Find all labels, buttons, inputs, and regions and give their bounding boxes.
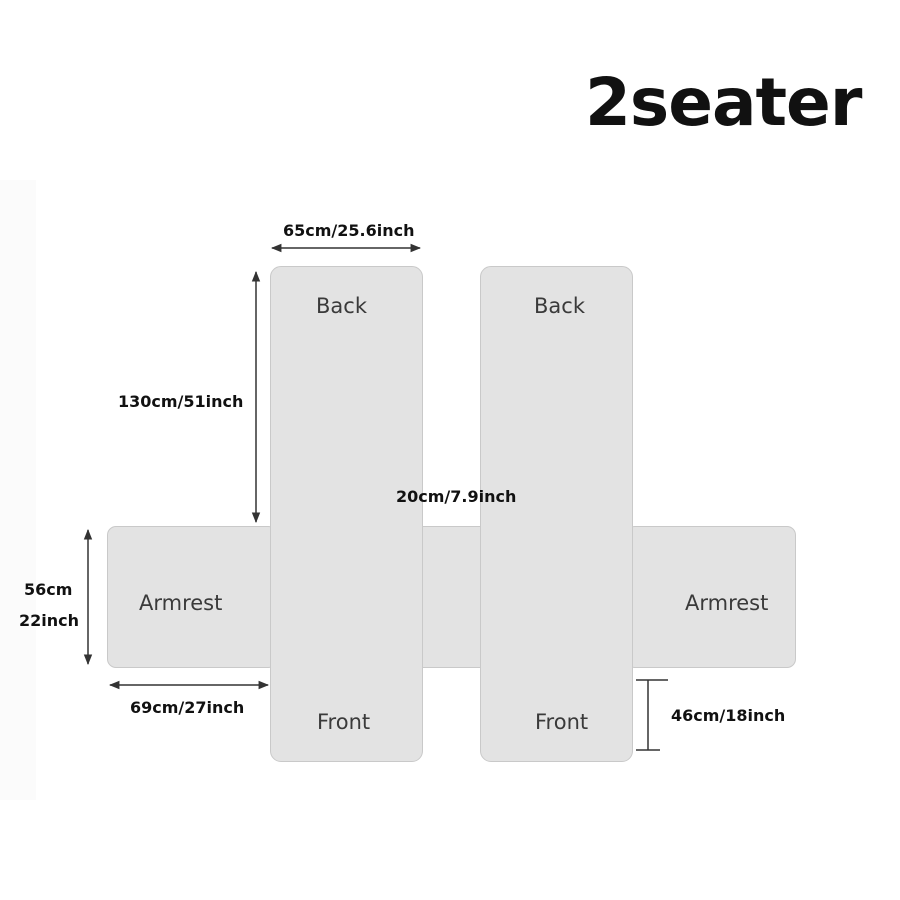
back-left-label: Back bbox=[316, 294, 367, 318]
armrest-left-panel bbox=[107, 526, 277, 668]
back-length-label: 130cm/51inch bbox=[118, 392, 244, 411]
back-width-label: 65cm/25.6inch bbox=[283, 221, 415, 240]
background-strip bbox=[0, 180, 36, 800]
armrest-height-inch-label: 22inch bbox=[19, 611, 80, 630]
front-drop-label: 46cm/18inch bbox=[671, 706, 786, 725]
armrest-left-label: Armrest bbox=[139, 591, 223, 615]
front-right-label: Front bbox=[535, 710, 589, 734]
middle-strip-label: 20cm/7.9inch bbox=[396, 487, 517, 506]
armrest-width-label: 69cm/27inch bbox=[130, 698, 245, 717]
seat-left-panel bbox=[270, 266, 423, 762]
armrest-height-cm-label: 56cm bbox=[24, 580, 73, 599]
seat-right-panel bbox=[480, 266, 633, 762]
back-right-label: Back bbox=[534, 294, 585, 318]
front-left-label: Front bbox=[317, 710, 371, 734]
page-title: 2seater bbox=[585, 64, 862, 141]
armrest-right-panel bbox=[626, 526, 796, 668]
armrest-right-label: Armrest bbox=[685, 591, 769, 615]
